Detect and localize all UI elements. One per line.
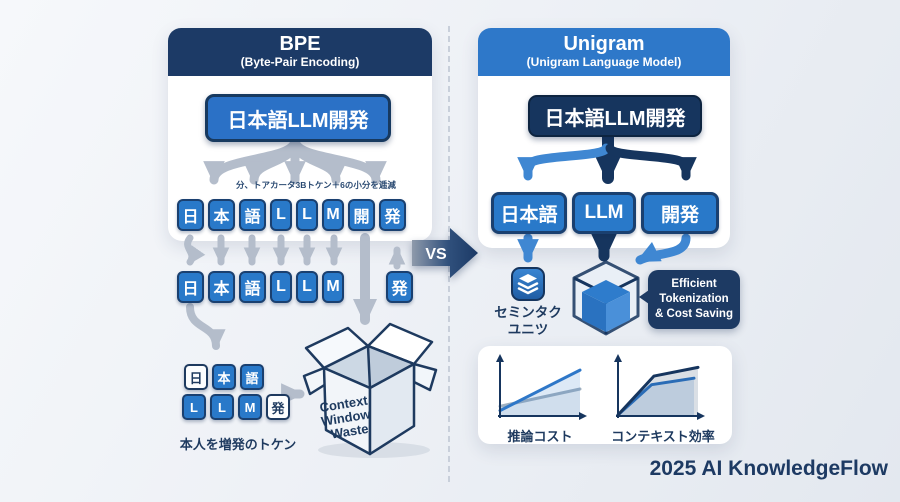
token: L bbox=[182, 394, 206, 420]
bpe-subtitle: (Byte-Pair Encoding) bbox=[240, 55, 360, 70]
token: 日 bbox=[184, 364, 208, 390]
inference-cost-chart bbox=[496, 354, 587, 420]
waste-box-label: Context Window Waste bbox=[318, 392, 377, 443]
bpe-token-row-1: 日 本 語 L L M 開 発 bbox=[177, 199, 406, 231]
token: 日 bbox=[177, 271, 204, 303]
token: 語 bbox=[240, 364, 264, 390]
unigram-input-box: 日本語LLM開発 bbox=[528, 95, 702, 137]
bpe-split-note: 分、トアカータ3Bトケン＋6の小分を逓減 bbox=[236, 180, 396, 190]
token: 開発 bbox=[641, 192, 719, 234]
charts-card bbox=[478, 346, 732, 444]
token: M bbox=[238, 394, 262, 420]
unigram-subtitle: (Unigram Language Model) bbox=[526, 55, 682, 70]
unigram-token-row: 日本語 LLM 開発 bbox=[491, 192, 719, 234]
token: LLM bbox=[572, 192, 636, 234]
vs-arrow: VS bbox=[412, 228, 478, 278]
token: 発 bbox=[266, 394, 290, 420]
context-efficiency-label: コンテキスト効率 bbox=[611, 429, 715, 444]
unigram-title: Unigram bbox=[563, 33, 645, 56]
bpe-title: BPE bbox=[279, 33, 321, 56]
token: 日本語 bbox=[491, 192, 567, 234]
footer-credit: 2025 AI KnowledgeFlow bbox=[649, 457, 888, 480]
bpe-input-box: 日本語LLM開発 bbox=[205, 94, 391, 142]
stack-caption: セミンタク ユニツ bbox=[494, 305, 562, 337]
vs-label: VS bbox=[425, 246, 447, 263]
token: 語 bbox=[239, 271, 266, 303]
benefit-bubble: Efficient Tokenization & Cost Saving bbox=[639, 270, 740, 329]
token: 本 bbox=[208, 199, 235, 231]
token: 語 bbox=[239, 199, 266, 231]
token: L bbox=[296, 271, 318, 303]
bpe-token-row-2: 日 本 語 L L M bbox=[177, 271, 344, 303]
bpe-fragment-caption: 本人を増発のトケン bbox=[179, 437, 297, 452]
token: L bbox=[270, 271, 292, 303]
bpe-fragment-row-2: L L M 発 bbox=[182, 394, 290, 420]
unigram-header: Unigram (Unigram Language Model) bbox=[478, 28, 730, 76]
token: 発 bbox=[379, 199, 406, 231]
context-window-waste-box-icon: Context Window Waste bbox=[302, 322, 438, 458]
token: M bbox=[322, 271, 344, 303]
chart-axes bbox=[498, 360, 580, 418]
token: 本 bbox=[208, 271, 235, 303]
token: 開 bbox=[348, 199, 375, 231]
bpe-fragment-row-1: 日 本 語 bbox=[184, 364, 264, 390]
token: 日 bbox=[177, 199, 204, 231]
token: 本 bbox=[212, 364, 236, 390]
token-detached: 発 bbox=[386, 271, 413, 303]
chart-axes bbox=[616, 360, 698, 418]
bpe-header: BPE (Byte-Pair Encoding) bbox=[168, 28, 432, 76]
context-efficiency-chart bbox=[614, 354, 705, 420]
token: L bbox=[296, 199, 318, 231]
token: L bbox=[210, 394, 234, 420]
stack-icon bbox=[511, 267, 545, 301]
cube-icon bbox=[572, 260, 640, 336]
token: L bbox=[270, 199, 292, 231]
inference-cost-label: 推論コスト bbox=[507, 429, 573, 444]
token: M bbox=[322, 199, 344, 231]
